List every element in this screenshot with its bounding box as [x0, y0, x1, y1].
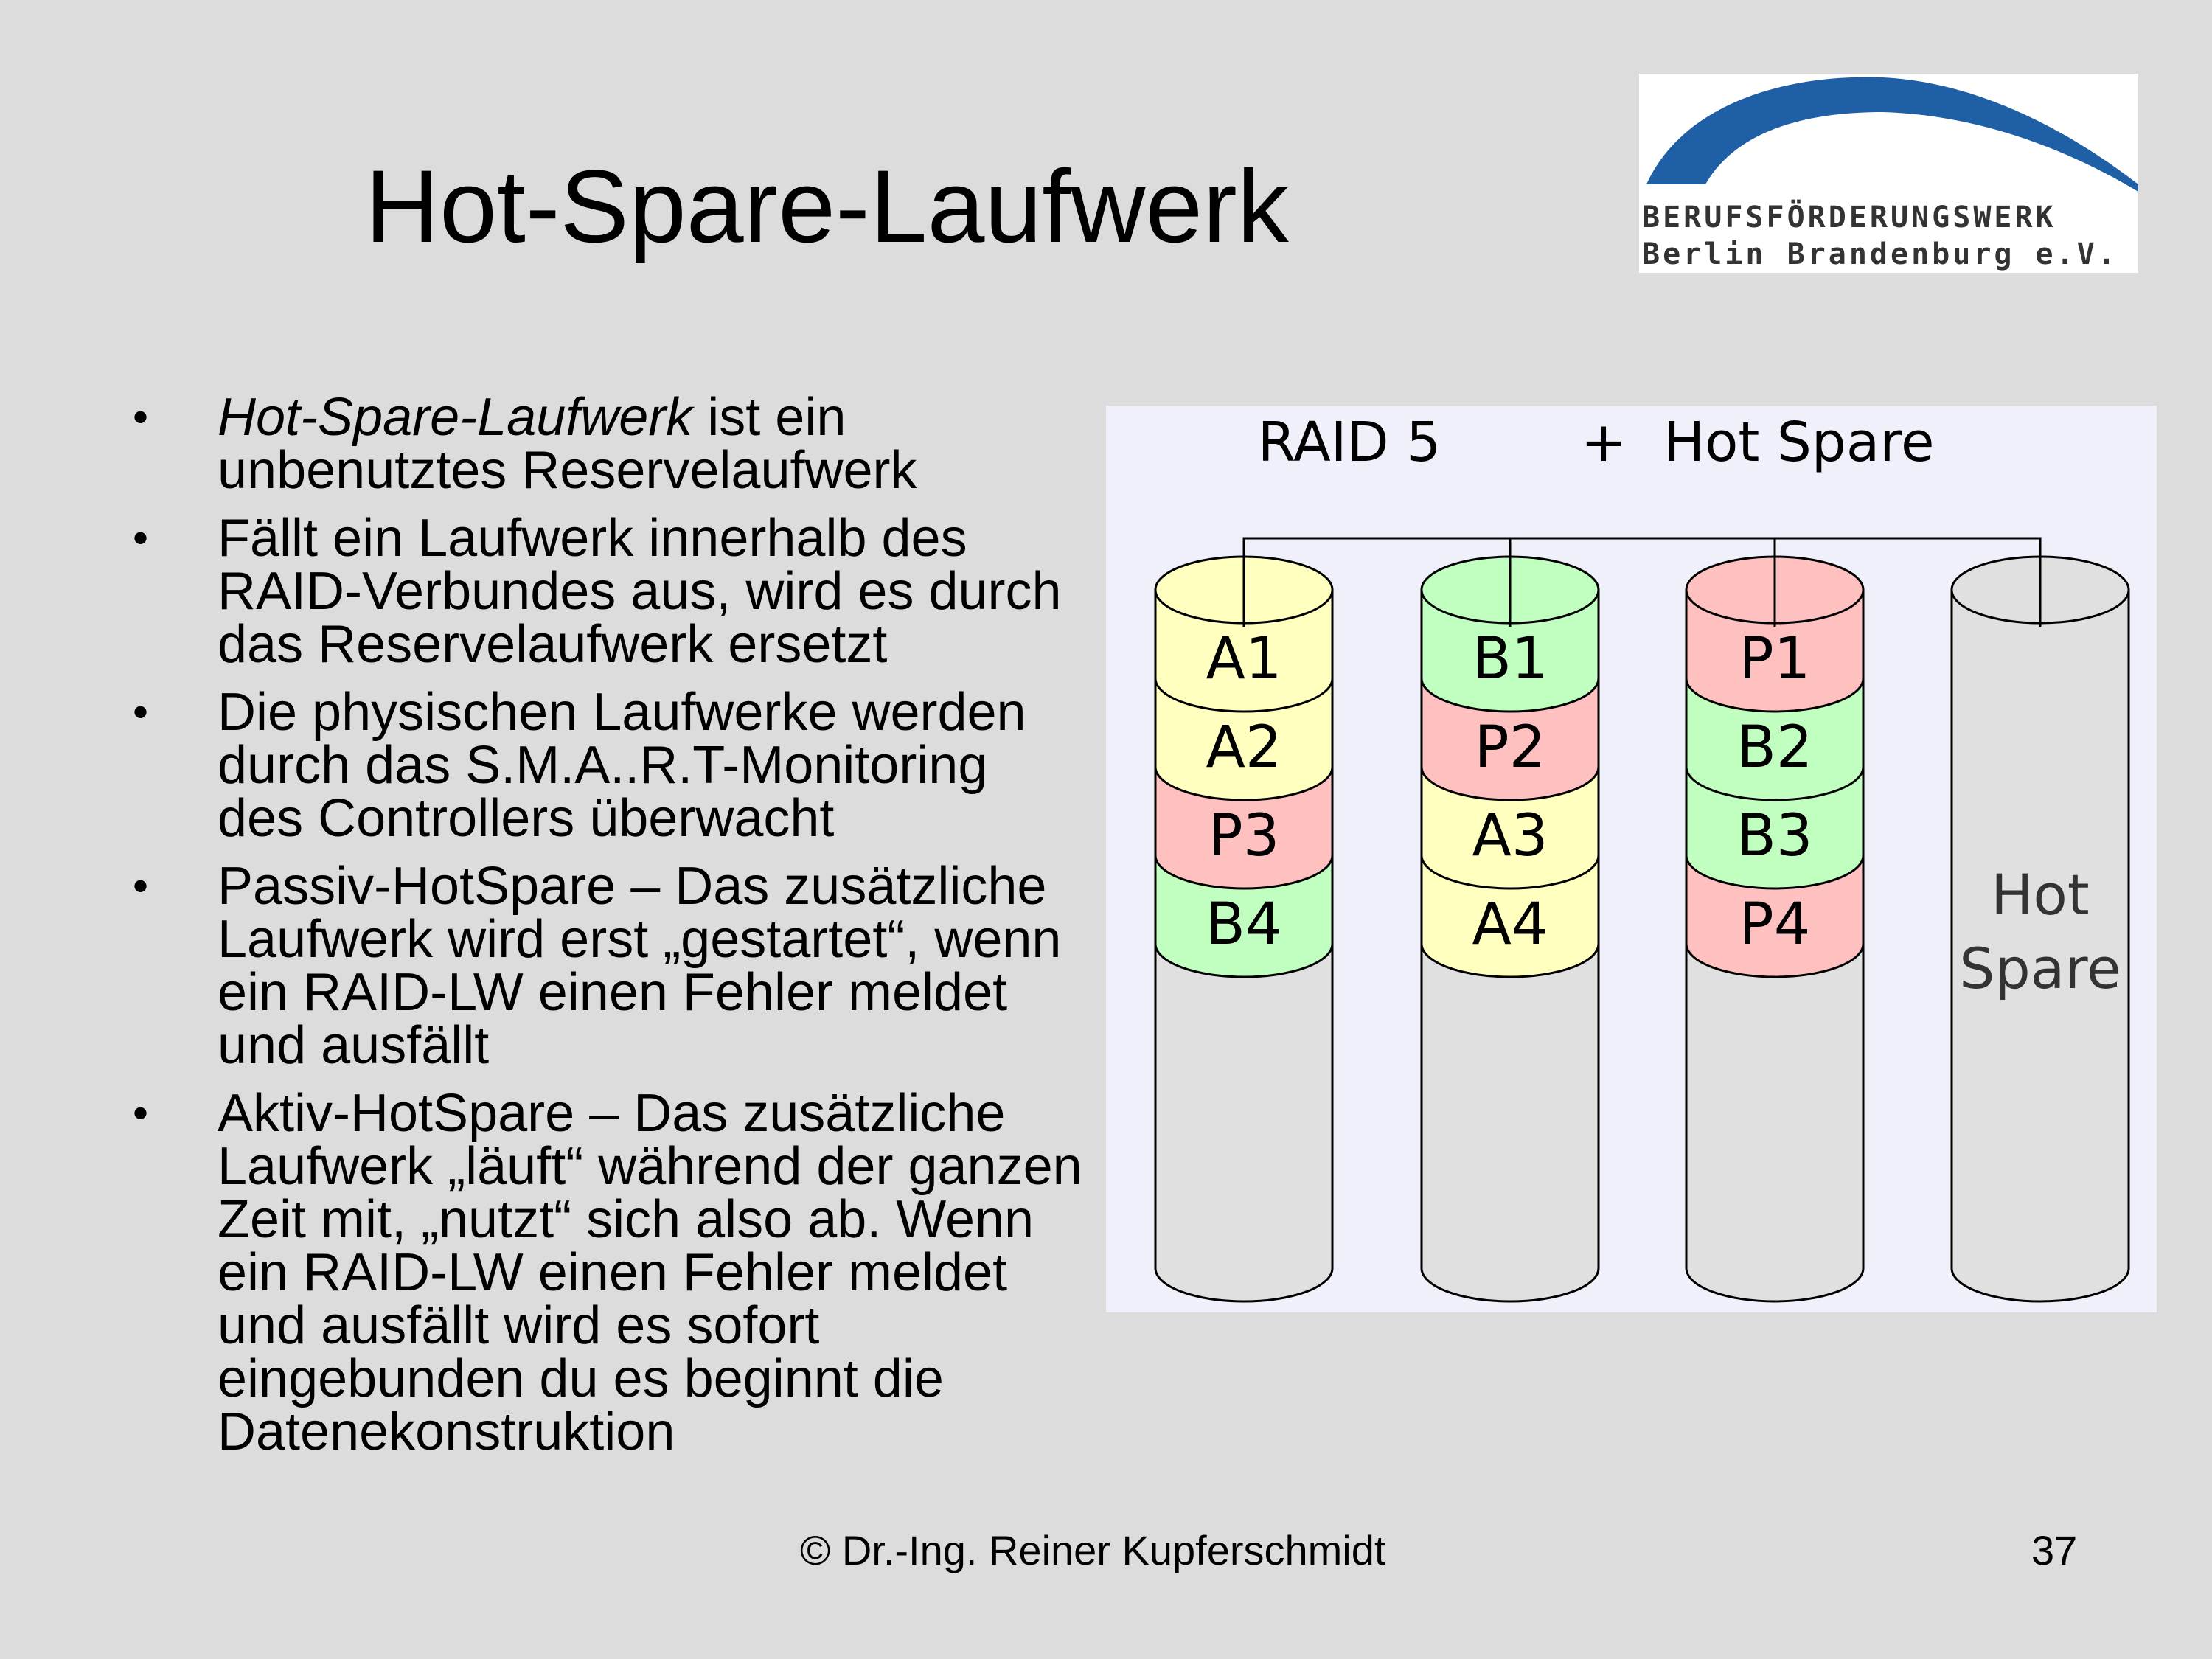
- disk-body: [1950, 588, 2130, 1303]
- disk-block-label: A1: [1206, 626, 1282, 692]
- hot-spare-label: Spare: [1959, 936, 2121, 1001]
- disk-block-band: [1154, 588, 1334, 713]
- bullet-text: ist ein unbenutztes Reservelaufwerk: [218, 388, 917, 500]
- bullet-item: • Aktiv-HotSpare – Das zusätzliche Laufwe…: [125, 1087, 1084, 1458]
- bullet-text: Passiv-HotSpare – Das zusätzliche Laufwe…: [218, 857, 1062, 1075]
- disk-block-band: [1420, 854, 1600, 978]
- disk-block-label: B1: [1472, 626, 1548, 692]
- bullet-item: • Hot-Spare-Laufwerk ist ein unbenutztes …: [125, 391, 1084, 497]
- footer-copyright: © Dr.-Ing. Reiner Kupferschmidt: [800, 1527, 1386, 1573]
- disk-block-band: [1685, 765, 1865, 890]
- disk-block-band: [1685, 677, 1865, 801]
- diagram-title-raid: RAID 5: [1258, 411, 1441, 474]
- disk-block-band: [1685, 854, 1865, 978]
- disk-block-label: B3: [1736, 803, 1812, 869]
- company-logo: BERUFSFÖRDERUNGSWERK Berlin Brandenburg …: [1639, 74, 2138, 273]
- hot-spare-label: Hot: [1991, 862, 2089, 928]
- disk-block-band: [1420, 588, 1600, 713]
- disk-block-band: [1154, 765, 1334, 890]
- bullet-dot-icon: •: [133, 392, 149, 442]
- disk-block-label: P3: [1208, 803, 1280, 869]
- disk-block-band: [1685, 588, 1865, 713]
- disk-connector-stub: [1242, 538, 2042, 627]
- disk-block-label: P4: [1739, 891, 1811, 958]
- bullet-item: • Passiv-HotSpare – Das zusätzliche Laufw…: [125, 860, 1084, 1072]
- disk-block-band: [1420, 765, 1600, 890]
- logo-line2: Berlin Brandenburg e.V.: [1642, 237, 2118, 271]
- disk-block-label: P2: [1475, 714, 1546, 781]
- disk-block-label: A2: [1206, 714, 1282, 781]
- bullet-text: Die physischen Laufwerke werden durch da…: [218, 683, 1026, 848]
- diagram-title-plus: +: [1581, 411, 1627, 474]
- logo-line1: BERUFSFÖRDERUNGSWERK: [1642, 201, 2056, 234]
- disk-block-label: B2: [1736, 714, 1812, 781]
- disk-block-band: [1420, 677, 1600, 801]
- disk-block-label: B4: [1206, 891, 1281, 958]
- raid-diagram-canvas: RAID 5 + Hot Spare A1A2P3B4B1P2A3A4P1B2B…: [1154, 411, 2130, 1303]
- controller-bus-line: [1242, 537, 2042, 627]
- disk-block-label: A3: [1472, 803, 1548, 869]
- bullet-dot-icon: •: [133, 861, 149, 911]
- bullet-list: • Hot-Spare-Laufwerk ist ein unbenutztes …: [125, 391, 1084, 1473]
- diagram-title-hotspare: Hot Spare: [1663, 411, 1934, 474]
- disk-block-label: P1: [1739, 626, 1811, 692]
- bullet-text: Aktiv-HotSpare – Das zusätzliche Laufwer…: [218, 1084, 1082, 1461]
- page-number: 37: [2031, 1527, 2078, 1573]
- slide-title: Hot-Spare-Laufwerk: [365, 148, 1289, 264]
- bullet-item: • Die physischen Laufwerke werden durch d…: [125, 686, 1084, 845]
- disk-block-band: [1154, 854, 1334, 978]
- bullet-lead: Hot-Spare-Laufwerk: [218, 388, 693, 447]
- bullet-text: Fällt ein Laufwerk innerhalb des RAID-Ve…: [218, 509, 1062, 674]
- disk-cylinder: HotSpare: [1950, 555, 2130, 1303]
- bullet-dot-icon: •: [133, 513, 149, 563]
- bullet-item: • Fällt ein Laufwerk innerhalb des RAID-V…: [125, 512, 1084, 671]
- disk-block-label: A4: [1472, 891, 1548, 958]
- bullet-dot-icon: •: [133, 1088, 149, 1138]
- disk-block-band: [1154, 677, 1334, 801]
- bullet-dot-icon: •: [133, 687, 149, 737]
- logo-arc-icon: [1646, 77, 2138, 192]
